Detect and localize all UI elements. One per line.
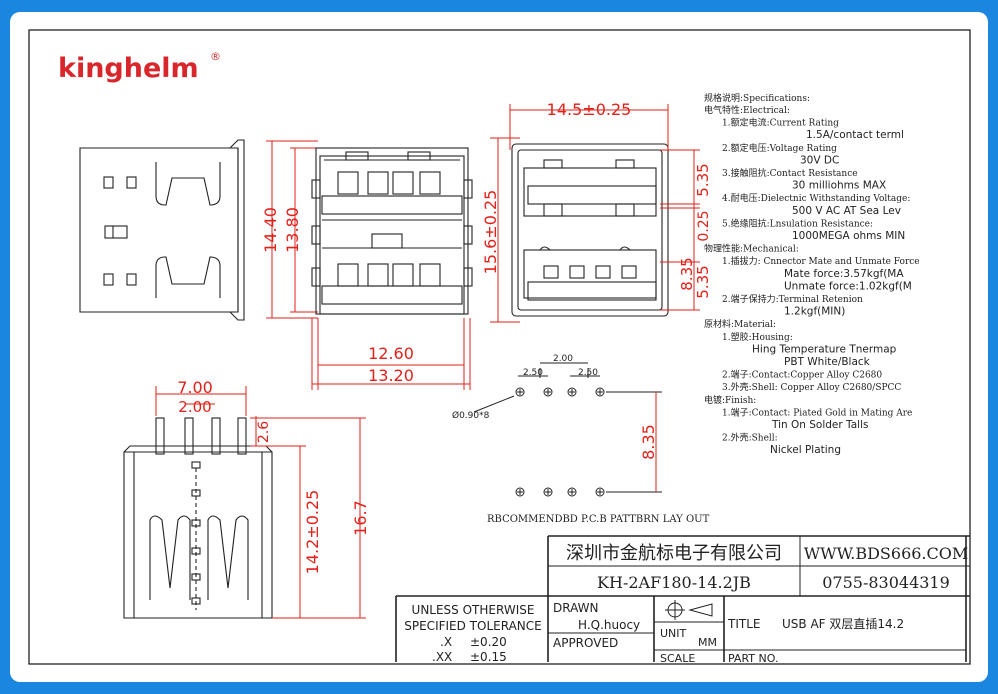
part-no-label: PART NO. [728, 652, 778, 665]
unit-value: MM [698, 636, 717, 649]
pcb-pitch-left: 2.50 [523, 368, 543, 378]
dims-side-lines [155, 386, 366, 619]
title-label: TITLE [727, 617, 760, 631]
spec-line: Nickel Plating [770, 444, 841, 456]
logo-text: kinghelm [58, 53, 199, 84]
scale-label: SCALE [660, 652, 695, 665]
dim-front-h1: 14.40 [261, 207, 280, 253]
spec-line: 原材料:Material: [704, 318, 776, 330]
spec-line: PBT White/Black [784, 356, 871, 368]
tolerance-header-1: UNLESS OTHERWISE [412, 603, 535, 617]
pcb-pitch-total: 2.00 [553, 354, 573, 364]
company-phone: 0755-83044319 [822, 573, 950, 592]
title-block [395, 535, 970, 662]
spec-line: 4.耐电压:Dielectnic Withstanding Voltage: [722, 192, 910, 204]
dim-pin-spacing: 2.00 [178, 398, 211, 416]
dim-front-h2: 13.80 [283, 207, 302, 253]
pcb-row-spacing: 8.35 [639, 424, 658, 460]
spec-line: 1000MEGA ohms MIN [792, 230, 905, 242]
company-name: 深圳市金航标电子有限公司 [566, 543, 782, 564]
spec-line: Tin On Solder Talls [771, 419, 868, 431]
spec-line: 30V DC [800, 154, 839, 166]
spec-line: 2.额定电压:Voltage Rating [722, 142, 837, 154]
dim-pitch-v: 8.35 [678, 257, 696, 290]
tolerance-x-label: .X [440, 635, 452, 649]
spec-line: 2.端子保持力:Terminal Retenion [722, 293, 863, 305]
spec-line: 2.外壳:Shell: [722, 432, 778, 444]
dim-port-h1: 5.35 [694, 163, 712, 196]
dim-top-width-lines [509, 104, 669, 150]
tolerance-xx-value: ±0.15 [470, 650, 507, 664]
spec-line: 1.塑胶:Housing: [722, 331, 793, 343]
spec-line: 电镀:Finish: [704, 394, 756, 406]
logo-registered-mark: ® [210, 50, 221, 63]
pcb-hole-note: Ø0.90*8 [452, 410, 490, 421]
part-code: KH-2AF180-14.2JB [597, 573, 751, 592]
spec-line: 物理性能:Mechanical: [704, 243, 799, 255]
drawing-sheet [10, 12, 988, 682]
spec-line: 2.端子:Contact:Copper Alloy C2680 [722, 369, 882, 381]
tolerance-x-value: ±0.20 [470, 635, 507, 649]
dims-right-vertical-lines [660, 149, 700, 311]
pcb-pitch-right: 2.50 [578, 368, 598, 378]
dims-front-width [311, 318, 471, 390]
title-value: USB AF 双层直插14.2 [782, 617, 904, 631]
approved-label: APPROVED [553, 636, 618, 650]
tolerance-header-2: SPECIFIED TOLERANCE [404, 619, 541, 633]
front-view-right [511, 143, 669, 317]
dim-side-w: 7.00 [177, 378, 213, 397]
dims-front-height [266, 140, 318, 319]
spec-line: 5.绝缘阻抗:Lnsulation Resistance: [722, 217, 873, 229]
dim-gap: 0.25 [696, 210, 712, 241]
unit-label: UNIT [660, 627, 687, 640]
spec-line: 1.插拔力: Cnnector Mate and Unmate Force [722, 255, 920, 267]
spec-line: 电气特性:Electrical: [704, 104, 790, 116]
spec-line: 3.外壳:Shell: Copper Alloy C2680/SPCC [722, 381, 901, 393]
dim-total-len: 16.7 [351, 500, 370, 536]
pcb-caption: RBCOMMENDBD P.C.B PATTBRN LAY OUT [487, 514, 710, 525]
spec-line: 500 V AC AT Sea Lev [792, 205, 901, 217]
dim-mid-height: 15.6±0.25 [481, 190, 500, 275]
spec-line: Hing Temperature Tnermap [752, 343, 897, 355]
drawing-border [28, 29, 971, 665]
specifications: 规格说明:Specifications: 电气特性:Electrical:1.额… [704, 92, 920, 456]
dim-body-len: 14.2±0.25 [303, 490, 322, 575]
spec-line: Unmate force:1.02kgf(M [784, 280, 912, 292]
kinghelm-logo: kinghelm ® [58, 50, 221, 84]
company-website: WWW.BDS666.COM [804, 544, 969, 563]
pcb-layout [473, 362, 662, 497]
tolerance-xx-label: .XX [432, 650, 452, 664]
dim-pin-len: 2.6 [256, 421, 272, 443]
spec-line: 30 milliohms MAX [792, 180, 886, 192]
spec-line: 1.2kgf(MIN) [784, 306, 845, 318]
drawn-by: H.Q.huocy [578, 618, 640, 632]
spec-line: 1.额定电流:Current Rating [722, 117, 839, 129]
spec-line: 1.端子:Contact: Piated Gold in Mating Are [722, 406, 912, 418]
spec-line: Mate force:3.57kgf(MA [784, 268, 904, 280]
side-view [123, 417, 273, 619]
dim-mid-height-lines [490, 137, 520, 323]
dim-front-w1: 12.60 [368, 344, 414, 363]
front-view-left [79, 139, 245, 321]
spec-line: 1.5A/contact terml [806, 129, 904, 141]
dim-top-width: 14.5±0.25 [547, 100, 632, 119]
dim-port-h2: 5.35 [694, 265, 712, 298]
dim-front-w2: 13.20 [368, 366, 414, 385]
spec-heading: 规格说明:Specifications: [704, 92, 810, 104]
spec-line: 3.接触阻抗:Contact Resistance [722, 167, 858, 179]
front-view-middle [311, 147, 473, 315]
drawn-label: DRAWN [553, 601, 599, 615]
